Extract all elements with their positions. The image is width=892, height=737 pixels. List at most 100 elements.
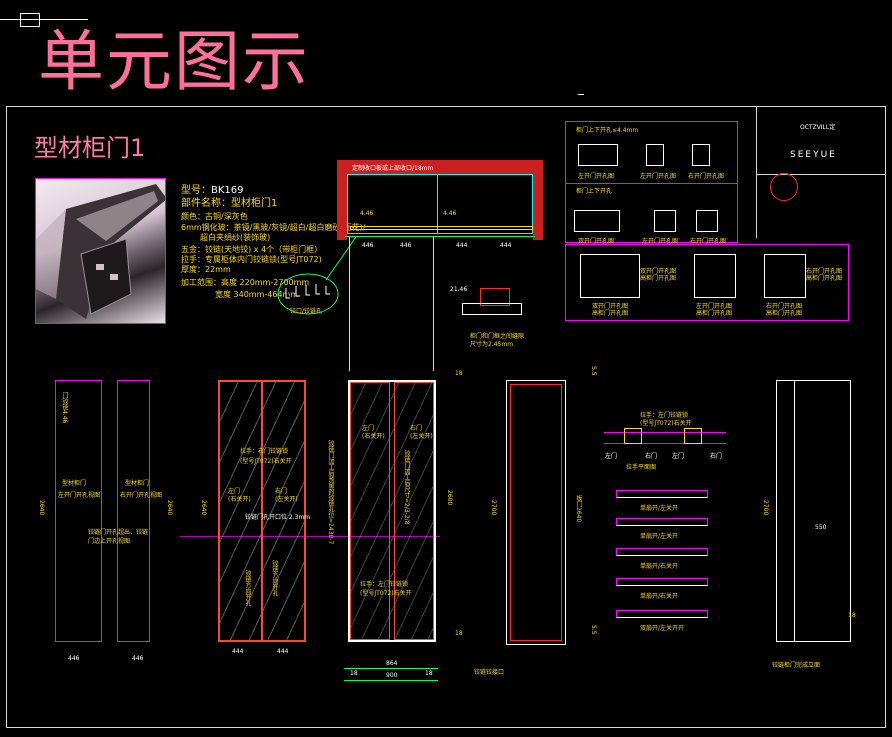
handle-variant-bar [616,548,708,556]
spec-hardware: 五金：铰链(天地铰) x 4个（带柜门框） [181,245,323,254]
handle-label-1: 左门 [605,453,618,460]
spec-range-width: 宽度 340mm-464mm [215,290,299,299]
elevation-2-door [117,380,150,642]
door-type-r3-2 [694,254,736,298]
elevation-6-inner-line [794,380,795,642]
hinge-note: 铰口/铰链孔 [290,308,323,315]
handle-label-4: 右门 [710,453,723,460]
elevation-5-inner-label: 板门2640 [575,495,582,523]
door-type-r1-3-label: 右开门开孔图 [688,173,725,180]
handle-variant-bar [616,578,708,586]
section-title: 型材柜门1 [34,134,146,162]
brand-panel [756,106,886,238]
elevation-4-right-label: 右门 (左关开) [410,425,433,440]
elevation-4-vtext2: 铰链门加工后尺寸=2/3-2/8 [403,450,410,525]
brand-top: OCTZVILL定 [800,124,836,131]
handle-label-3: 左门 [672,453,685,460]
elevation-2-note: 铰链门开孔超出、铰链 门边上开孔视图 [88,529,149,545]
elevation-3-width-1: 444 [232,648,244,655]
door-type-r1-3 [692,144,710,166]
drawing-frame [6,106,886,728]
handle-variant-label: 双扇开/左关开开 [640,625,685,632]
elevation-5-bottom: 5.5 [590,625,597,635]
elevation-2-label2: 右开门开孔视图 [120,492,163,499]
elevation-3-left: 左门 (右关开) [228,488,251,503]
door-type-r3-3b-label: 右开门开孔图 高柜门开孔图 [806,268,843,282]
door-type-r1-1 [578,144,618,166]
door-type-r1-2 [646,144,664,166]
door-type-r3-1b-label: 双开门开孔图 高柜门开孔图 [640,268,677,282]
elevation-5-top: 5.5 [590,366,597,376]
handle-lock-right [684,428,702,444]
plan-right-wall [533,160,543,240]
elevation-4-frame [348,380,436,642]
elevation-1-note: 门铰链4.46 [61,392,68,424]
cad-cursor-line [0,19,88,20]
elevation-4-dim-line-2 [344,668,438,669]
elevation-4-inner-width: 864 [386,660,398,667]
elevation-1-height: 2640 [38,500,45,516]
door-type-r2-3-label: 右开门开孔图 [690,238,727,245]
profile-render [36,184,165,319]
elevation-4-top: 18 [455,370,463,377]
elevation-4-outer-width: 900 [386,672,398,679]
elevation-5-height: 2700 [490,500,497,516]
door-types-divider [565,183,738,184]
plan-dim-3: 444 [456,242,468,249]
elevation-3-inner: 铰链门孔开口位 2.3mm [245,514,311,521]
plan-gap-right: 4.46 [443,210,457,217]
door-type-r3-2-label: 左开门开孔图 高柜门开孔图 [696,303,733,317]
door-type-r2-2 [654,210,676,232]
door-type-r2-3 [696,210,718,232]
elevation-4-side-right: 18 [425,670,433,677]
elevation-2-height: 2640 [166,500,173,516]
elevation-4-left-label: 左门 (右关开) [362,425,385,440]
spec-part-name: 部件名称：型材柜门1 [181,198,278,209]
elevation-3-vtext2: 铰链方向开孔 [271,560,278,596]
elevation-1-width: 446 [68,655,80,662]
handle-variant-label: 单扇开/左关开 [640,505,679,512]
spec-model: 型号：BK169 [181,185,244,196]
plan-guide-left [349,236,350,371]
hinge-callout [277,236,357,315]
spec-thickness: 厚度：22mm [181,265,231,274]
elevation-5-cabinet [506,380,566,645]
elevation-6-width: 550 [815,524,827,531]
spec-color: 颜色：古铜/深灰色 [181,212,248,221]
door-type-r3-3 [764,254,806,298]
door-types-row2-title: 柜门上下开孔 [576,188,613,195]
handle-plan-strip [604,432,726,444]
elevation-5-inner [510,384,562,641]
elevation-4-bottom: 18 [455,630,463,637]
door-type-r2-2-label: 左开门开孔图 [642,238,679,245]
elevation-3-height: 2640 [200,500,207,516]
handle-variant-label: 单扇开/右关开 [640,563,679,570]
elevation-4-foot: 铰链铰接口 [474,669,505,676]
spec-glass: 6mm钢化玻：茶镜/黑玻/灰镜/超白/超白磨砂(压花)/ [181,223,366,232]
plan-gap-left: 4.46 [360,210,374,217]
elevation-4-height: 2600 [446,490,453,506]
elevation-3-vtext1: 铰链方向开孔 [244,570,251,606]
handle-label-2: 右门 [645,453,658,460]
door-type-r2-1 [574,210,620,232]
elevation-2-width: 446 [132,655,144,662]
brand-name: SEEYUE [790,150,837,160]
elevation-1-label2: 左开门开孔视图 [58,492,101,499]
plan-dim-2: 446 [400,242,412,249]
door-types-row1-title: 柜门上下开孔≤4.4mm [576,127,639,134]
section-cut-line [180,536,440,537]
elevation-1-label: 型材柜门 [62,480,87,487]
door-type-r1-1-label: 左开门开孔图 [578,173,615,180]
elevation-6-height: 2700 [762,500,769,516]
elevation-4-left-door [350,382,390,640]
door-type-r2-1-label: 双开门开孔图 [578,238,615,245]
handle-variant-bar [616,610,708,618]
door-types-panel [565,121,738,243]
elevation-3-note2: (型号JT072)右关开 [240,458,292,465]
plan-dim-1: 446 [362,242,374,249]
elevation-6-side: 18 [848,612,856,619]
handle-sub: 拉手平面图 [626,464,657,471]
handle-variant-bar [616,518,708,526]
handle-variant-bar [616,490,708,498]
door-type-r3-1-label: 双开门开孔图 高柜门开孔图 [592,303,629,317]
